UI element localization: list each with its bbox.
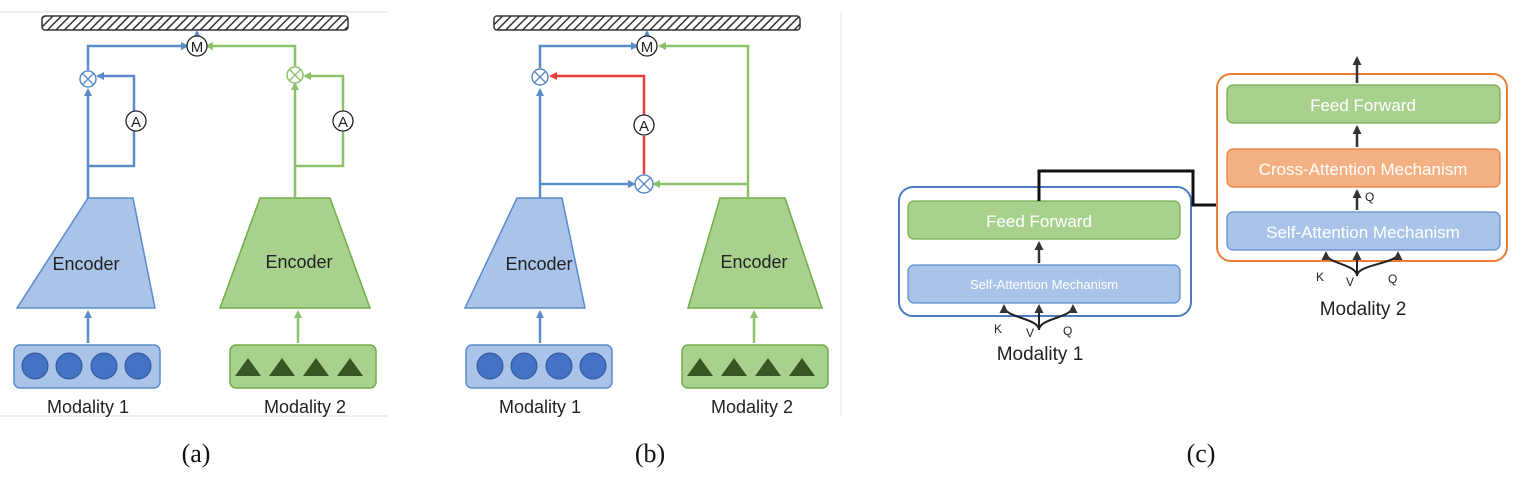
svg-text:M: M bbox=[191, 39, 204, 56]
input-dot bbox=[579, 352, 607, 380]
arrow bbox=[538, 42, 639, 68]
arrow bbox=[205, 42, 297, 66]
m1-q-label: Q bbox=[1063, 324, 1072, 338]
svg-text:A: A bbox=[131, 114, 141, 131]
input-triangle bbox=[269, 358, 295, 376]
svg-text:M: M bbox=[641, 39, 654, 56]
input-triangle bbox=[721, 358, 747, 376]
m2-self-attention bbox=[1226, 211, 1501, 251]
m1-self-attention-label: Self-Attention Mechanism bbox=[970, 277, 1118, 292]
multiply-icon bbox=[286, 66, 304, 84]
m2-cross-attention bbox=[1226, 148, 1501, 188]
input-triangle bbox=[755, 358, 781, 376]
panel-b: Encoder Encoder Modality 1 Modality 2 bbox=[463, 15, 829, 417]
m1-self-attention bbox=[907, 264, 1181, 304]
encoder-blue bbox=[15, 197, 156, 309]
output-bar bbox=[493, 15, 801, 31]
m2-v-label: V bbox=[1346, 275, 1354, 289]
panel-a: Encoder Encoder Modality 1 Modality 2 bbox=[13, 15, 377, 417]
m1-label: Modality 1 bbox=[997, 344, 1084, 365]
encoder-label: Encoder bbox=[52, 254, 119, 274]
blue-path bbox=[86, 130, 136, 198]
merge-node: M bbox=[636, 35, 658, 57]
modality-1-input bbox=[13, 344, 161, 389]
modality-1-input bbox=[465, 344, 613, 389]
attention-node: A bbox=[125, 110, 147, 132]
m1-k-label: K bbox=[994, 322, 1002, 336]
caption-b: (b) bbox=[635, 439, 665, 468]
modality-1-label: Modality 1 bbox=[47, 397, 129, 417]
input-dot bbox=[545, 352, 573, 380]
m2-self-attention-label: Self-Attention Mechanism bbox=[1266, 223, 1460, 242]
output-bar bbox=[41, 15, 349, 31]
multiply-icon bbox=[634, 174, 654, 194]
m1-feed-forward bbox=[907, 200, 1181, 240]
kvq-arcs bbox=[1356, 251, 1403, 277]
multiply-icon bbox=[79, 70, 97, 88]
encoder-green bbox=[687, 197, 824, 309]
arrow bbox=[96, 72, 136, 112]
panel-c: Feed Forward Self-Attention Mechanism K … bbox=[898, 56, 1508, 365]
encoder-label: Encoder bbox=[265, 252, 332, 272]
modality-1-label: Modality 1 bbox=[499, 397, 581, 417]
input-triangle bbox=[235, 358, 261, 376]
merge-node: M bbox=[186, 35, 208, 57]
input-dot bbox=[55, 352, 83, 380]
m2-label: Modality 2 bbox=[1320, 299, 1407, 320]
m2-k-label: K bbox=[1316, 270, 1324, 284]
input-triangle bbox=[687, 358, 713, 376]
arrow bbox=[303, 72, 345, 112]
m1-feed-forward-label: Feed Forward bbox=[986, 212, 1092, 231]
attention-node: A bbox=[633, 114, 655, 136]
input-triangle bbox=[337, 358, 363, 376]
multiply-icon bbox=[531, 68, 549, 86]
m2-feed-forward-label: Feed Forward bbox=[1310, 96, 1416, 115]
input-triangle bbox=[789, 358, 815, 376]
input-dot bbox=[510, 352, 538, 380]
red-arrow bbox=[549, 72, 646, 115]
encoder-green bbox=[218, 197, 372, 309]
kvq-arcs bbox=[999, 304, 1040, 331]
encoder-label: Encoder bbox=[505, 254, 572, 274]
attention-node: A bbox=[332, 110, 354, 132]
modality-2-input bbox=[229, 344, 377, 389]
arrow bbox=[86, 42, 189, 70]
svg-text:A: A bbox=[338, 114, 348, 131]
m2-q-label: Q bbox=[1388, 272, 1397, 286]
input-triangle bbox=[303, 358, 329, 376]
m2-feed-forward bbox=[1226, 84, 1501, 124]
caption-a: (a) bbox=[182, 439, 211, 468]
m2-cross-attention-label: Cross-Attention Mechanism bbox=[1259, 160, 1468, 179]
input-dot bbox=[21, 352, 49, 380]
encoder-label: Encoder bbox=[720, 252, 787, 272]
m1-v-label: V bbox=[1026, 326, 1034, 340]
input-dot bbox=[124, 352, 152, 380]
svg-text:A: A bbox=[639, 118, 649, 135]
modality-2-label: Modality 2 bbox=[264, 397, 346, 417]
ca-q-label: Q bbox=[1365, 190, 1374, 204]
input-dot bbox=[476, 352, 504, 380]
green-path bbox=[658, 42, 750, 198]
input-dot bbox=[90, 352, 118, 380]
caption-c: (c) bbox=[1187, 439, 1216, 468]
modality-2-input bbox=[681, 344, 829, 389]
modality-2-label: Modality 2 bbox=[711, 397, 793, 417]
encoder-blue bbox=[463, 197, 586, 309]
green-path bbox=[293, 130, 345, 198]
